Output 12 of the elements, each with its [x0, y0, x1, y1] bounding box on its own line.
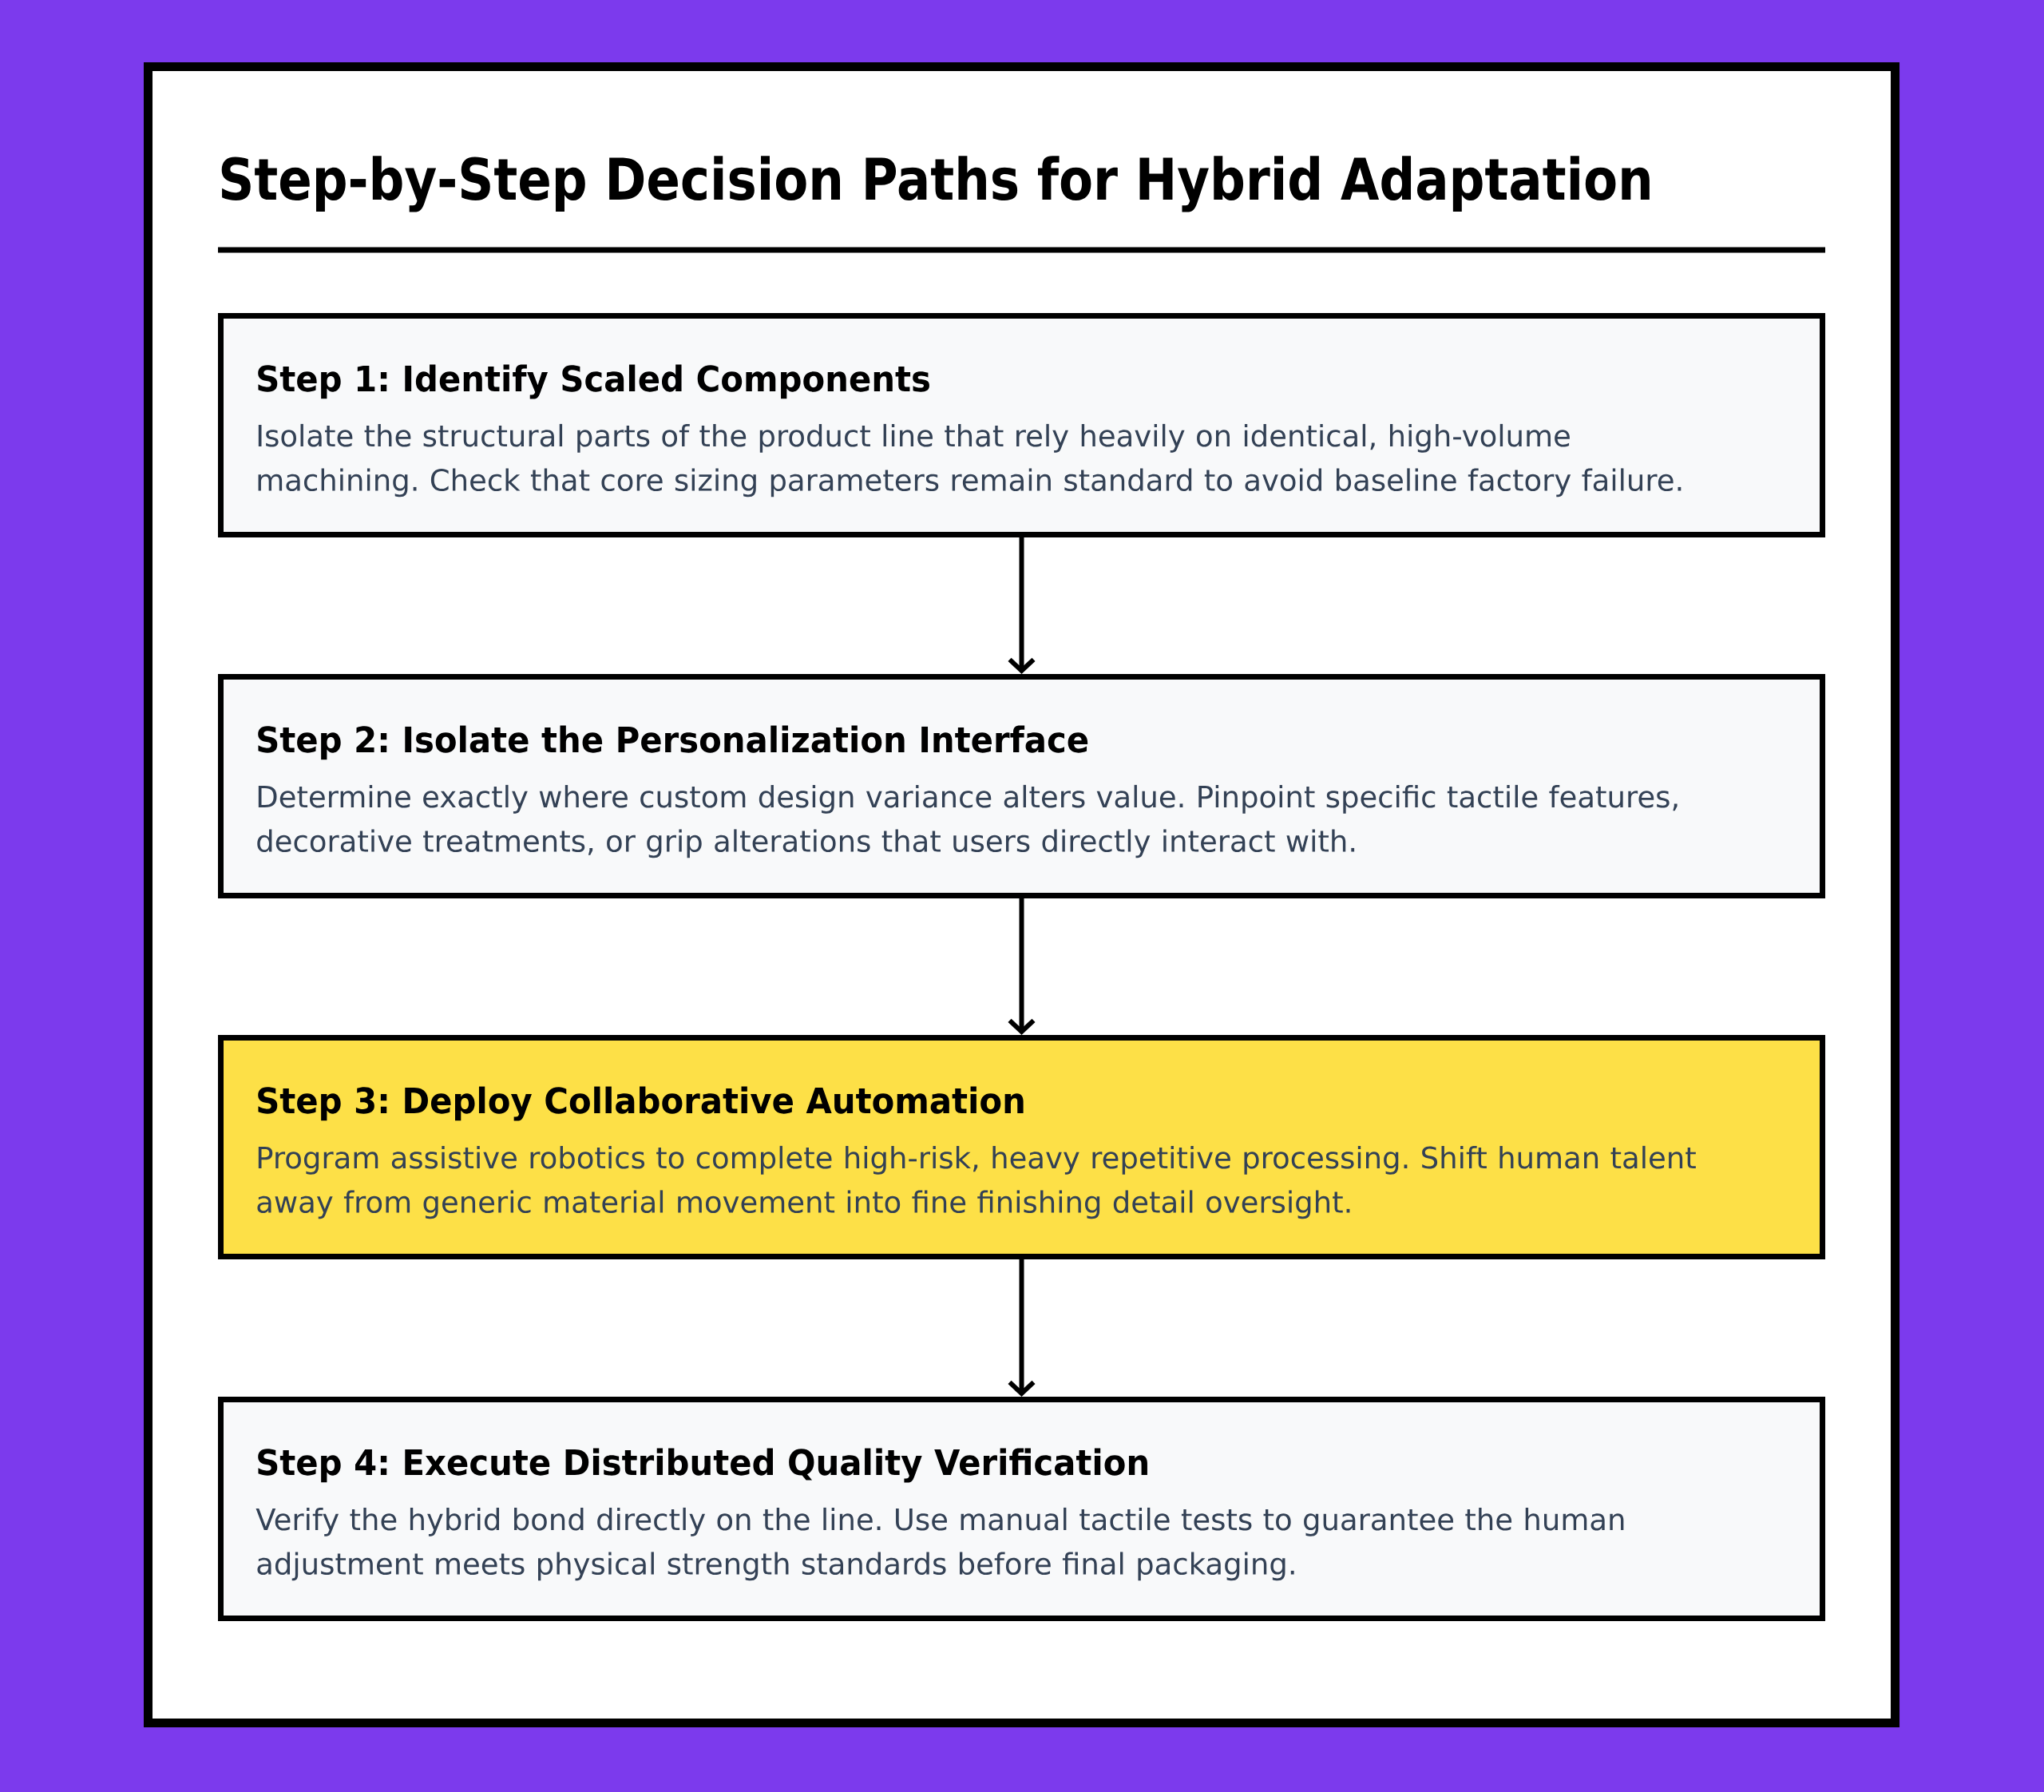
arrow	[1008, 1259, 1036, 1397]
step-heading: Step 3: Deploy Collaborative Automation	[258, 1086, 1024, 1121]
title: Step-by-Step Decision Paths for Hybrid Adaptation	[221, 156, 1650, 212]
arrow	[1008, 898, 1036, 1035]
step-heading: Step 2: Isolate the Personalization Interface	[258, 725, 1088, 760]
step-description: Isolate the structural parts of the product line that rely heavily on identical, high-volume machining. Check that core sizing parameters remain standard to avoid baseline factory failure.	[258, 423, 1682, 498]
arrow	[1008, 537, 1036, 674]
step-description: Program assistive robotics to complete high-risk, heavy repetitive processing. Shift human talent away from generic material movement into fine finishing detail oversight.	[257, 1145, 1696, 1219]
step-heading: Step 4: Execute Distributed Quality Verification	[258, 1448, 1147, 1483]
step-description: Verify the hybrid bond directly on the line. Use manual tactile tests to guarantee the human adjustment meets physical strength standards before final packaging.	[256, 1507, 1624, 1581]
step-heading: Step 1: Identify Scaled Components	[258, 364, 929, 399]
step-description: Determine exactly where custom design variance alters value. Pinpoint specific tactile features, decorative treatments, or grip alterations that users directly interact with.	[257, 784, 1678, 858]
